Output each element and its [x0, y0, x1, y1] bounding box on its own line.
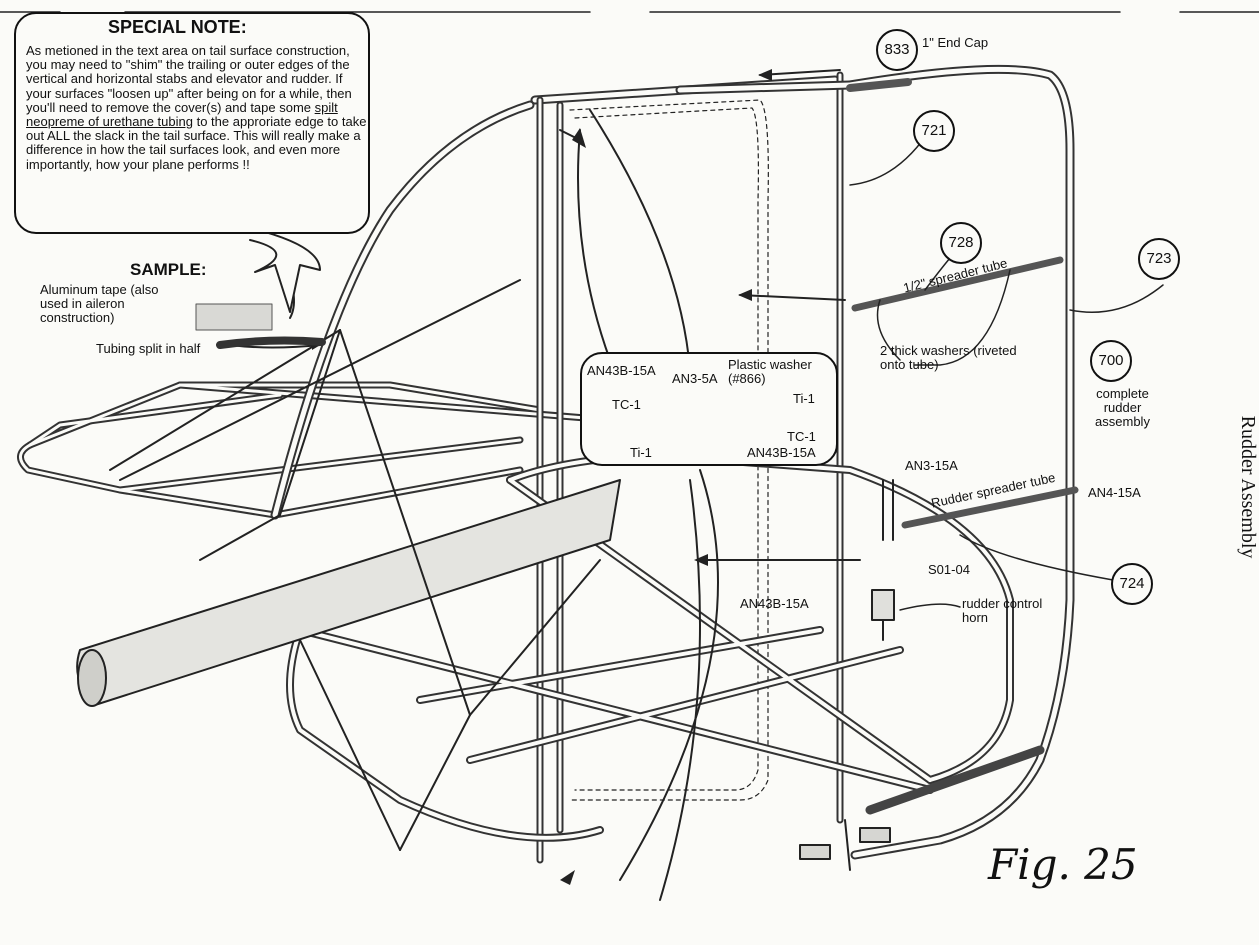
bottom-tube — [865, 745, 1045, 815]
flying-wires — [109, 279, 601, 851]
special-note-text: As metioned in the text area on tail sur… — [26, 43, 371, 172]
callout-arrows — [229, 69, 861, 901]
aluminum-tape-label: Aluminum tape (also used in aileron cons… — [40, 282, 159, 325]
rudder-control-horn-label: rudder control horn — [962, 596, 1043, 625]
sample-title: SAMPLE: — [130, 260, 207, 279]
special-note-title: SPECIAL NOTE: — [108, 17, 247, 37]
lower-elevator-frame — [286, 451, 1014, 842]
note-bubble-tail — [249, 227, 321, 313]
fuselage-boom — [76, 479, 621, 707]
hardware-detail-inset — [580, 352, 838, 466]
special-note-box — [14, 12, 370, 234]
figure-label: Fig. 25 — [988, 840, 1138, 889]
detail-ti1-right: Ti-1 — [793, 391, 815, 406]
detail-an3-5a: AN3-5A — [672, 371, 718, 386]
side-title: Rudder Assembly — [1237, 415, 1259, 559]
part-721-circle: 721 — [913, 110, 955, 152]
tubing-split-label: Tubing split in half — [96, 341, 201, 356]
rudder-frame-inner — [677, 66, 1073, 858]
special-note-body-1: As metioned in the text area on tail sur… — [26, 43, 352, 115]
detail-plastic-washer: Plastic washer (#866) — [728, 357, 812, 386]
part-833-circle: 833 — [876, 29, 918, 71]
detail-ti1-left: Ti-1 — [630, 445, 652, 460]
part-723-circle: 723 — [1138, 238, 1180, 280]
aluminum-tape-sample — [195, 303, 273, 331]
an43b-15a-lower-label: AN43B-15A — [740, 596, 809, 611]
special-note-underlined: spilt neopreme of urethane tubing — [26, 99, 338, 130]
split-tubing-sample — [216, 336, 326, 349]
washers-label: 2 thick washers (riveted onto tube) — [880, 343, 1017, 372]
bottom-fitting — [799, 819, 891, 871]
part-724-circle: 724 — [1111, 563, 1153, 605]
special-note-body-2: to the approriate edge to take out ALL t… — [26, 114, 367, 172]
rudder-dashed-outline — [569, 99, 769, 801]
detail-tc1-left: TC-1 — [612, 397, 641, 412]
detail-an43b-15a-bottom: AN43B-15A — [747, 445, 816, 460]
spreader-tube-724 — [901, 486, 1079, 529]
arrow-heads — [312, 69, 772, 885]
end-cap-label: 1" End Cap — [922, 35, 989, 50]
detail-an43b-15a-top: AN43B-15A — [587, 363, 656, 378]
part-728-circle: 728 — [940, 222, 982, 264]
an3-15a-label: AN3-15A — [905, 458, 958, 473]
rudder-assembly-label: complete rudder assembly — [1095, 386, 1150, 429]
end-cap-tube — [846, 78, 912, 92]
an4-15a-label: AN4-15A — [1088, 485, 1141, 500]
s01-04-label: S01-04 — [928, 562, 970, 577]
leader-lines — [849, 121, 1164, 611]
detail-tc1-right: TC-1 — [787, 429, 816, 444]
rudder-horn-hardware — [871, 479, 895, 641]
part-700-circle: 700 — [1090, 340, 1132, 382]
lower-elevator-frame-inner — [288, 453, 1012, 840]
spreader-tube-728 — [851, 256, 1064, 312]
